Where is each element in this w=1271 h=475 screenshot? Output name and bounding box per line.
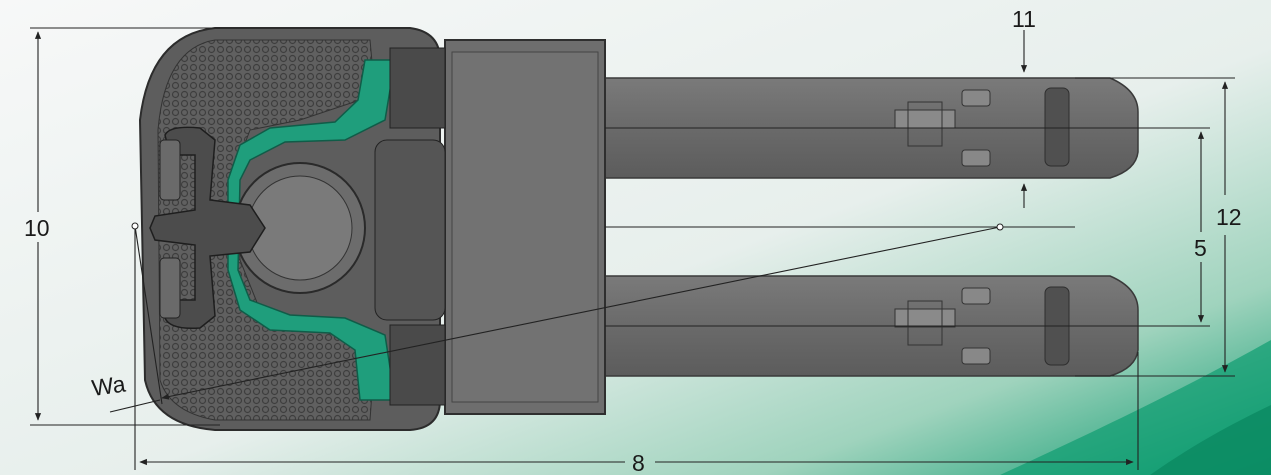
label-fork-centre-spacing: 5	[1194, 235, 1207, 261]
label-fork-gap: 11	[1012, 6, 1036, 32]
backrest-frame	[451, 51, 599, 403]
tiller-handle	[149, 126, 266, 330]
truck-chassis	[138, 27, 446, 431]
label-turning-radius: Wa	[90, 370, 127, 400]
radius-origin-point	[131, 222, 139, 230]
background-swoosh-2	[1150, 405, 1271, 475]
radius-centre-point	[996, 223, 1004, 231]
label-overall-height: 10	[24, 215, 50, 241]
label-overall-length: 8	[632, 450, 645, 475]
label-overall-width: 12	[1216, 204, 1242, 230]
